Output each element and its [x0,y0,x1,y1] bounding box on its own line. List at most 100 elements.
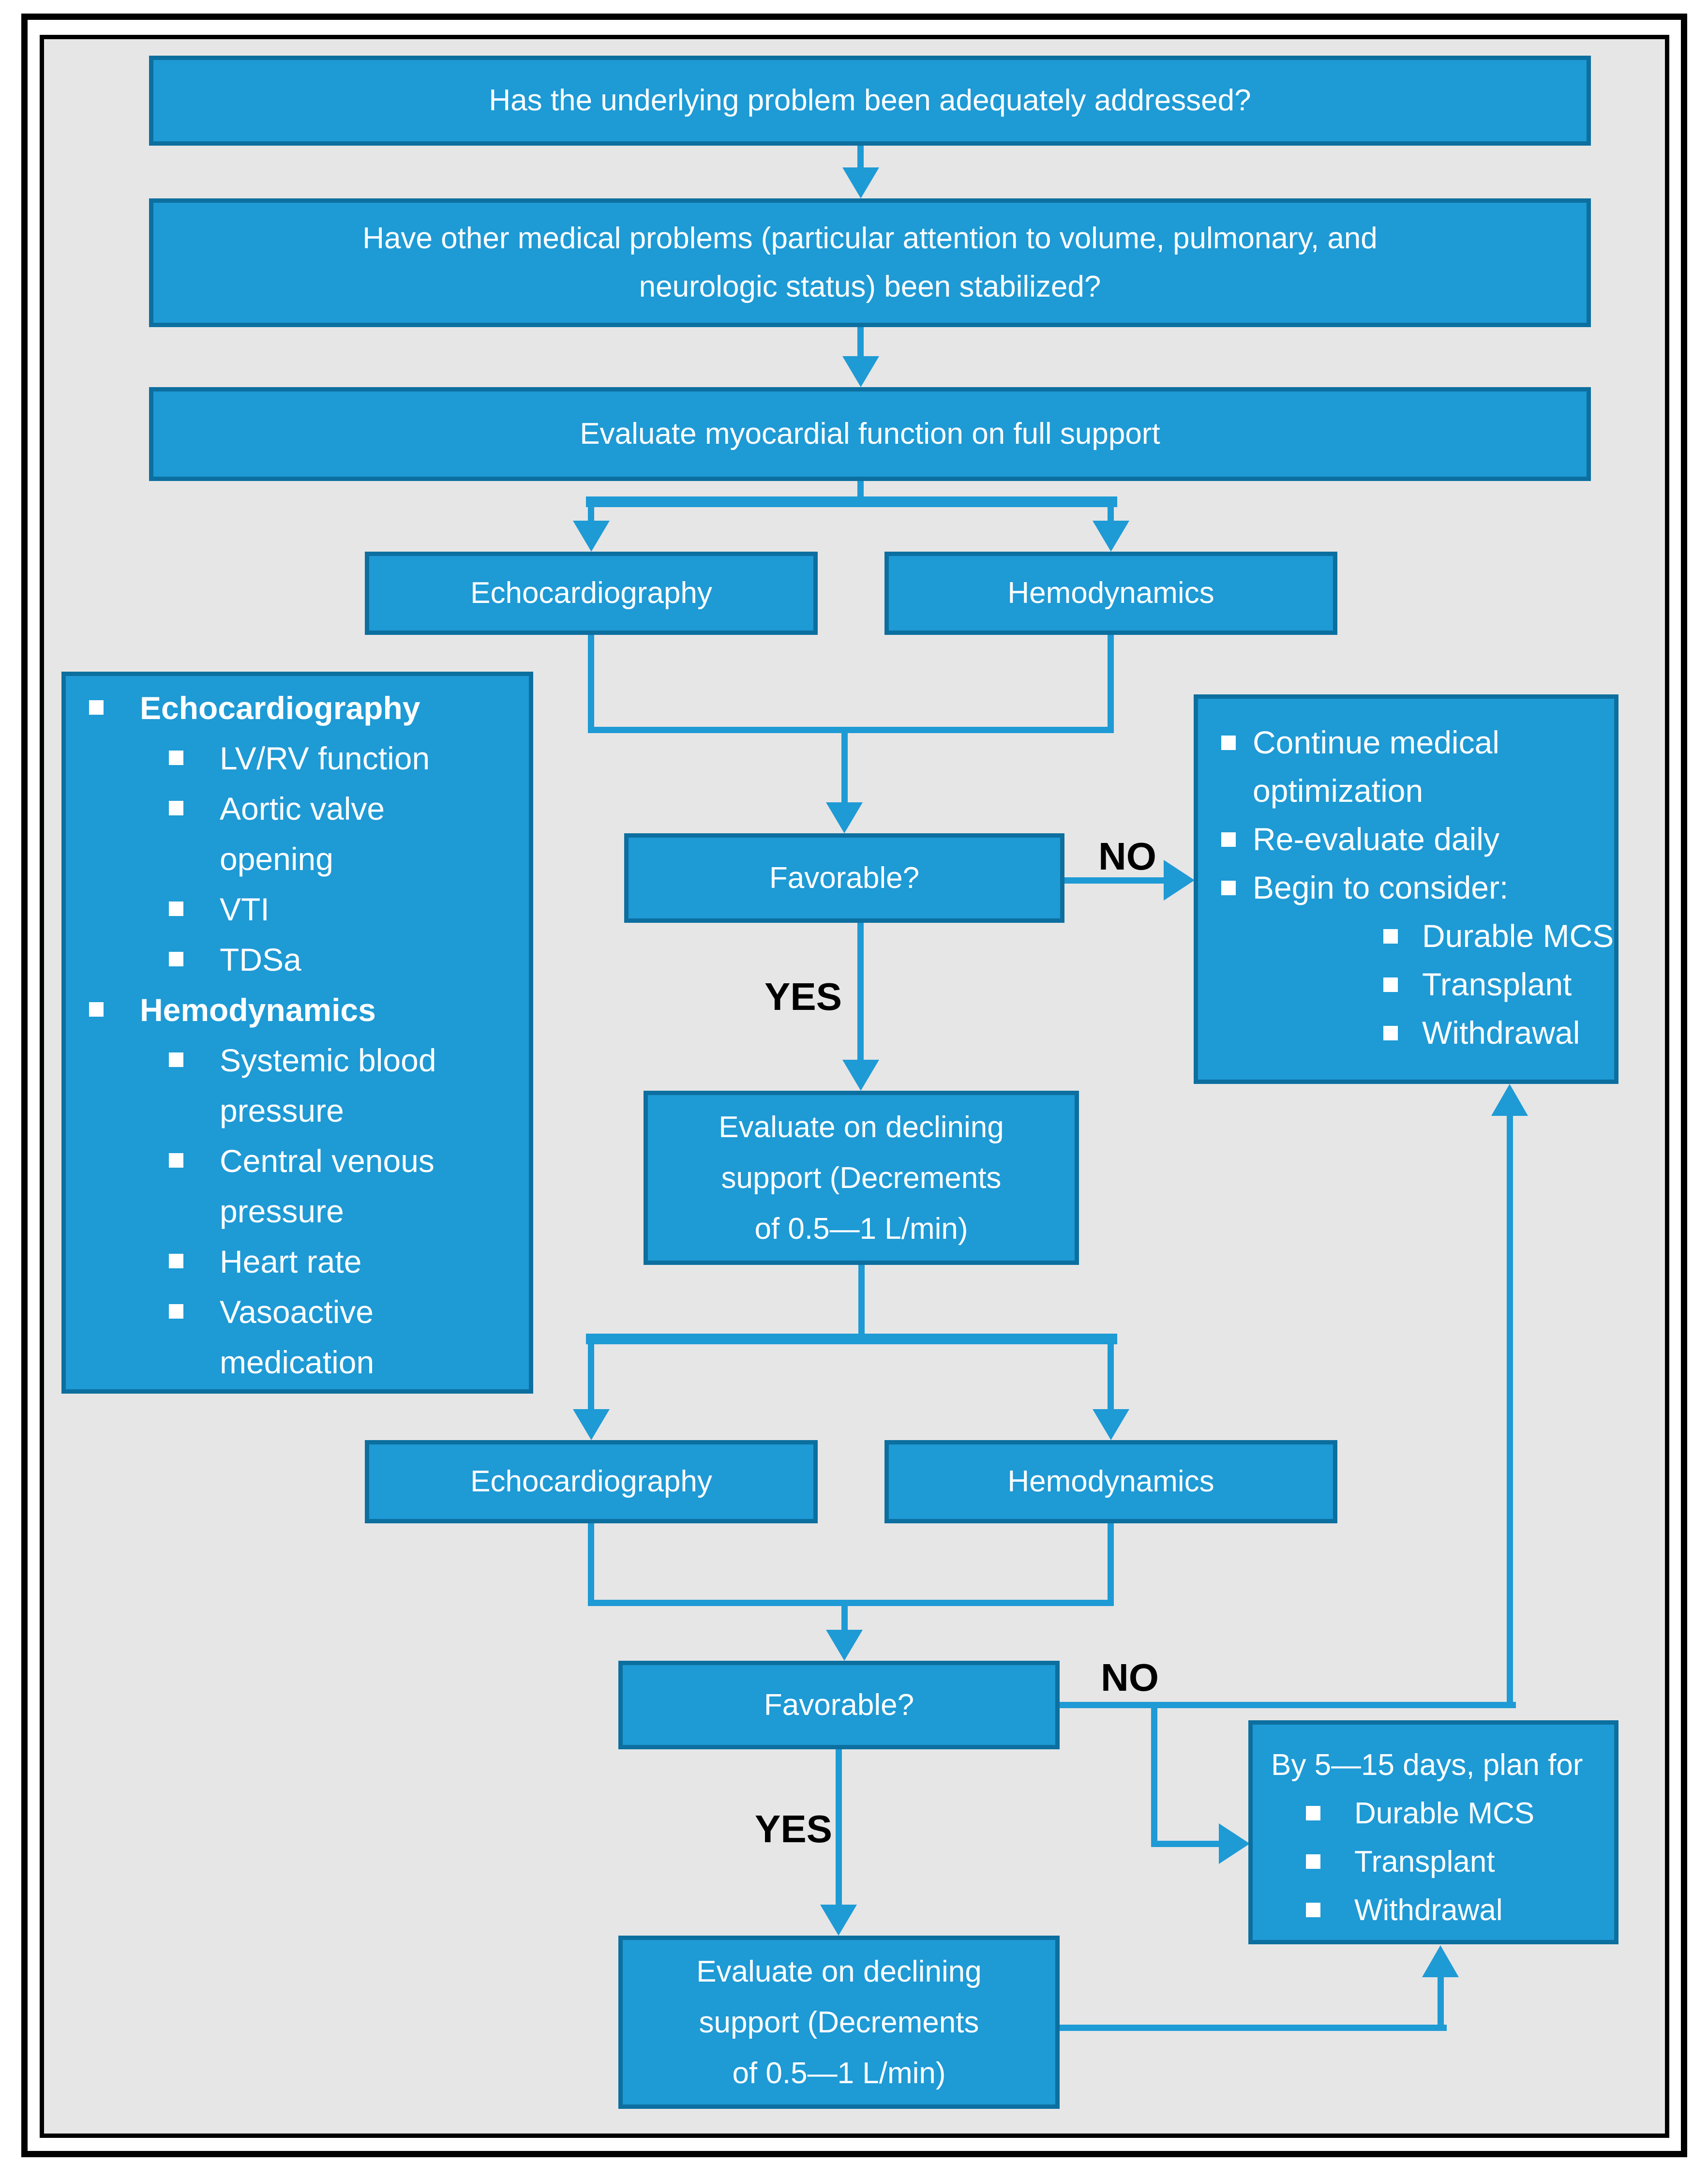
bullet-icon [1306,1854,1320,1869]
panel-subitem: Withdrawal [1422,1015,1580,1051]
bullet-icon [1306,1806,1320,1820]
node-text: Hemodynamics [1007,576,1214,610]
branch-label-yes-2: YES [754,1807,833,1850]
arrow-right-icon [1164,860,1195,901]
bullet-icon [1306,1903,1320,1917]
node-favorable-1: Favorable? [624,833,1064,923]
bullet-icon [169,801,183,815]
bullet-icon [1221,832,1236,847]
panel-item: Central venous pressure [220,1143,434,1229]
panel-header-hemodynamics: Hemodynamics [140,992,376,1028]
bullet-icon [89,700,104,715]
connector-q1-q2 [857,146,864,167]
connector-merge1-stub [841,733,848,803]
connector-no2-branch-down [1151,1702,1157,1847]
bullet-icon [169,1153,183,1168]
connector-merge2-stub [841,1606,848,1630]
node-hemodynamics-2: Hemodynamics [884,1440,1337,1523]
connector-merge1-left [588,635,594,733]
bullet-icon [89,1002,104,1017]
node-text-line1: Evaluate on declining [719,1110,1004,1144]
bullet-icon [1383,1026,1398,1040]
connector-split2-stub [858,1265,865,1334]
panel-subitem: Durable MCS [1354,1797,1535,1830]
connector-merge2-bar [588,1600,1114,1606]
panel-subitem: Transplant [1422,966,1572,1002]
node-text-line2: neurologic status) been stabilized? [639,270,1101,303]
arrow-down-icon [820,1905,857,1936]
panel-item: Begin to consider: [1253,870,1509,905]
panel-header-echocardiography: Echocardiography [140,690,420,726]
bullet-icon [1221,881,1236,895]
connector-ev2-right [1060,2025,1447,2031]
connector-merge2-left [588,1523,594,1606]
bullet-icon [169,952,183,966]
node-text: Hemodynamics [1007,1465,1214,1498]
arrow-down-icon [826,1630,863,1661]
arrow-up-icon [1491,1084,1528,1116]
panel-item: Re-evaluate daily [1253,821,1499,857]
panel-continue-optimization: Continue medical optimization Re-evaluat… [1194,694,1618,1084]
node-hemodynamics-1: Hemodynamics [884,552,1337,635]
arrow-down-icon [842,167,879,198]
connector-merge1-right [1108,635,1114,733]
panel-subitem: Durable MCS [1422,918,1614,954]
node-text: Favorable? [769,861,920,895]
connector-yes1 [857,923,864,1060]
panel-item: Systemic blood pressure [220,1042,436,1128]
bullet-icon [1383,929,1398,944]
node-evaluate-declining-1: Evaluate on declining support (Decrement… [644,1091,1079,1265]
arrow-down-icon [1093,1409,1129,1440]
bullet-icon [1383,977,1398,992]
panel-item: VTI [220,891,270,927]
connector-split2-left [588,1344,594,1409]
panel-plan-5-15-days: By 5—15 days, plan for Durable MCS Trans… [1248,1720,1618,1944]
connector-split2-right [1108,1344,1114,1409]
arrow-down-icon [826,802,863,833]
node-underlying-problem: Has the underlying problem been adequate… [149,56,1591,146]
node-text: Has the underlying problem been adequate… [489,84,1251,117]
panel-item: Heart rate [220,1244,362,1279]
panel-item: TDSa [220,942,301,977]
panel-subitem: Withdrawal [1354,1893,1503,1927]
bullet-icon [1221,736,1236,750]
node-other-medical-problems: Have other medical problems (particular … [149,198,1591,327]
connector-split-stub [857,481,864,496]
arrow-up-icon [1422,1945,1459,1977]
node-evaluate-full-support: Evaluate myocardial function on full sup… [149,387,1591,481]
node-text-line1: Have other medical problems (particular … [362,222,1378,255]
connector-split2-bar [586,1334,1117,1344]
branch-label-no-1: NO [1098,835,1156,878]
panel-item: Aortic valve opening [220,791,385,877]
node-text-line1: Evaluate on declining [696,1954,982,1988]
bullet-icon [169,751,183,765]
bullet-icon [169,1304,183,1319]
connector-yes2 [836,1749,842,1905]
branch-label-no-2: NO [1101,1656,1159,1699]
connector-q2-evaluate [857,327,864,356]
connector-split-right [1108,507,1114,521]
arrow-right-icon [1219,1823,1250,1864]
connector-split-bar [586,496,1117,507]
connector-merge2-right [1108,1523,1114,1606]
panel-item: Continue medical optimization [1253,724,1499,809]
branch-label-yes-1: YES [764,975,842,1018]
arrow-down-icon [573,1409,610,1440]
node-echocardiography-1: Echocardiography [365,552,818,635]
connector-no2-branch-right [1151,1841,1219,1847]
node-text-line2: support (Decrements [699,2005,979,2039]
bullet-icon [169,902,183,916]
connector-no1 [1064,877,1164,884]
outer-frame [21,14,1687,2157]
node-text: Echocardiography [470,576,712,610]
arrow-down-icon [1093,521,1129,552]
panel-subitem: Transplant [1354,1845,1495,1878]
panel-evaluation-criteria: Echocardiography LV/RV function Aortic v… [61,672,533,1394]
arrow-down-icon [842,1060,879,1091]
connector-merge1-bar [588,727,1114,733]
panel-item: LV/RV function [220,740,430,776]
node-echocardiography-2: Echocardiography [365,1440,818,1523]
node-text-line3: of 0.5—1 L/min) [732,2056,946,2090]
connector-ev2-up [1438,1977,1444,2031]
node-text: Favorable? [764,1688,914,1722]
